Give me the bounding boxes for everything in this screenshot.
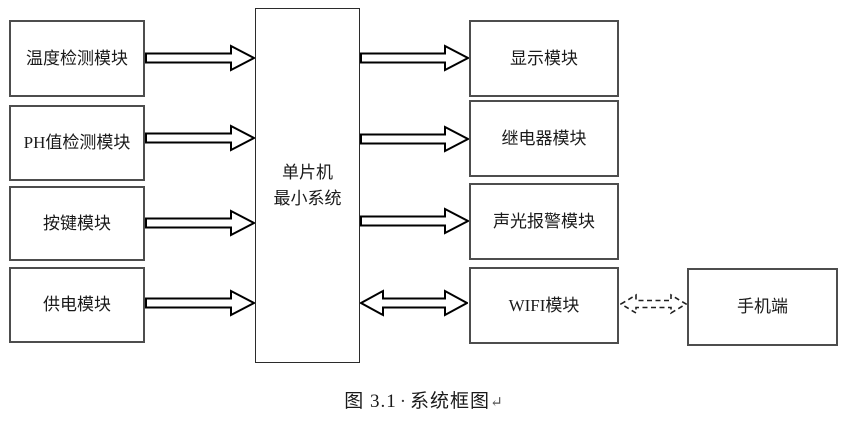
module-box-relay: 继电器模块 — [469, 100, 619, 177]
module-box-keys: 按键模块 — [9, 186, 145, 261]
module-box-wifi: WIFI模块 — [469, 267, 619, 344]
module-box-ph-detection: PH值检测模块 — [9, 105, 145, 181]
module-box-power-supply: 供电模块 — [9, 267, 145, 343]
module-box-display: 显示模块 — [469, 20, 619, 97]
module-label: 供电模块 — [43, 295, 111, 314]
figure-caption: 图 3.1·系统框图↵ — [0, 386, 848, 413]
module-label: 显示模块 — [510, 48, 578, 68]
paragraph-mark-icon: ↵ — [490, 394, 504, 411]
arrow-mcu-wifi-bidirectional — [360, 289, 468, 317]
mcu-label-line2: 最小系统 — [273, 188, 342, 208]
arrow-mcu-to-alarm — [360, 207, 469, 235]
module-label: 按键模块 — [43, 213, 111, 233]
module-box-sound-light-alarm: 声光报警模块 — [469, 183, 619, 260]
arrow-power-to-mcu — [145, 289, 255, 317]
figure-caption-title: 系统框图 — [410, 391, 491, 412]
module-label: 声光报警模块 — [493, 211, 595, 231]
arrow-mcu-to-display — [360, 44, 469, 72]
mcu-label-line1: 单片机 — [282, 162, 333, 182]
mcu-label: 单片机 最小系统 — [274, 160, 342, 212]
module-box-phone: 手机端 — [687, 268, 838, 346]
module-label: WIFI模块 — [508, 295, 580, 315]
figure-caption-number: 图 3.1 — [344, 391, 397, 412]
arrow-keys-to-mcu — [145, 209, 255, 237]
arrow-mcu-to-relay — [360, 125, 469, 153]
arrow-ph-to-mcu — [145, 124, 255, 152]
module-label: 温度检测模块 — [26, 48, 128, 68]
arrow-temperature-to-mcu — [145, 44, 255, 72]
module-box-mcu-minimal-system: 单片机 最小系统 — [255, 8, 360, 363]
figure-caption-separator-dot: · — [399, 391, 408, 412]
arrow-wifi-phone-dashed-bidirectional — [620, 293, 687, 315]
module-box-temperature-detection: 温度检测模块 — [9, 20, 145, 97]
module-label: 手机端 — [737, 297, 788, 316]
module-label: PH值检测模块 — [23, 133, 131, 152]
module-label: 继电器模块 — [501, 128, 587, 148]
